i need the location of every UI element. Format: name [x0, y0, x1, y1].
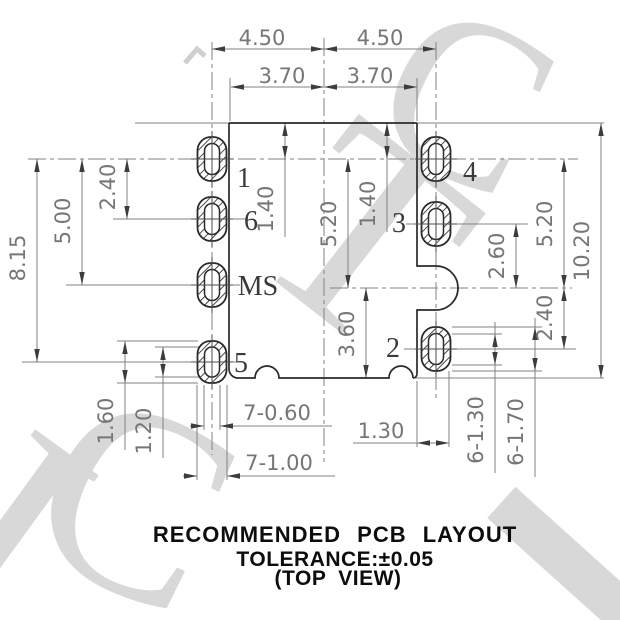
pads — [191, 131, 457, 389]
dim-pad3-to-notch: 2.60 — [485, 233, 509, 280]
dim-inner-left: 3.70 — [259, 64, 306, 88]
dim-notch-to-bottom: 3.60 — [335, 311, 359, 358]
pad-6 — [191, 191, 233, 247]
dim-left-total: 8.15 — [6, 235, 30, 282]
watermark-stroke — [487, 486, 620, 620]
dim-pitch-right: 4.50 — [357, 26, 404, 50]
dim-pad5-hole-height: 1.20 — [132, 408, 156, 455]
dim-left-top-pitch: 2.40 — [96, 164, 120, 211]
caption-tolerance: TOLERANCE:±0.05 — [236, 548, 433, 571]
pad-labels: 1 6 MS 5 4 3 2 — [234, 157, 477, 379]
dimension-lines — [34, 46, 604, 479]
pad-label-3: 3 — [392, 208, 406, 239]
pad-label-ms: MS — [238, 271, 278, 302]
caption-view: (TOP VIEW) — [275, 567, 402, 590]
pad-3 — [415, 196, 457, 252]
pad-label-6: 6 — [244, 206, 258, 237]
dim-notch-to-pad2: 2.40 — [533, 295, 557, 342]
body-outline — [228, 122, 459, 379]
pad-label-1: 1 — [237, 163, 251, 194]
pad-ms — [191, 257, 233, 313]
dim-inner-right: 3.70 — [347, 64, 394, 88]
pad-2 — [415, 321, 457, 377]
pad-label-4: 4 — [463, 157, 477, 188]
dim-hole-height-all: 6-1.30 — [464, 396, 488, 464]
pad-5 — [191, 335, 233, 389]
dim-pad-height-all: 6-1.70 — [504, 398, 528, 466]
pad-4 — [415, 131, 457, 187]
pad-1 — [191, 131, 233, 187]
dim-pad5-height: 1.60 — [94, 398, 118, 445]
dim-row1-offset-right: 1.40 — [356, 181, 380, 228]
caption: RECOMMENDED PCB LAYOUT TOLERANCE:±0.05 (… — [153, 522, 517, 590]
dim-edge-to-pad2: 1.30 — [358, 419, 405, 443]
dim-left-col-span: 5.20 — [317, 201, 341, 248]
dim-pad-width-all: 7-1.00 — [245, 451, 313, 475]
pad-label-5: 5 — [234, 348, 248, 379]
dim-left-mid: 5.00 — [51, 198, 75, 245]
dim-pitch-left: 4.50 — [239, 26, 286, 50]
pad-label-2: 2 — [386, 333, 400, 364]
dim-total-height: 10.20 — [570, 221, 594, 281]
dim-row1-offset-left: 1.40 — [254, 186, 278, 233]
caption-title: RECOMMENDED PCB LAYOUT — [153, 522, 517, 547]
dim-hole-width-all: 7-0.60 — [243, 401, 311, 425]
watermark-tick — [183, 45, 207, 65]
dimension-texts: 4.50 4.50 3.70 3.70 8.15 5.00 2.40 1.40 … — [6, 26, 594, 475]
dim-right-col-span: 5.20 — [533, 201, 557, 248]
